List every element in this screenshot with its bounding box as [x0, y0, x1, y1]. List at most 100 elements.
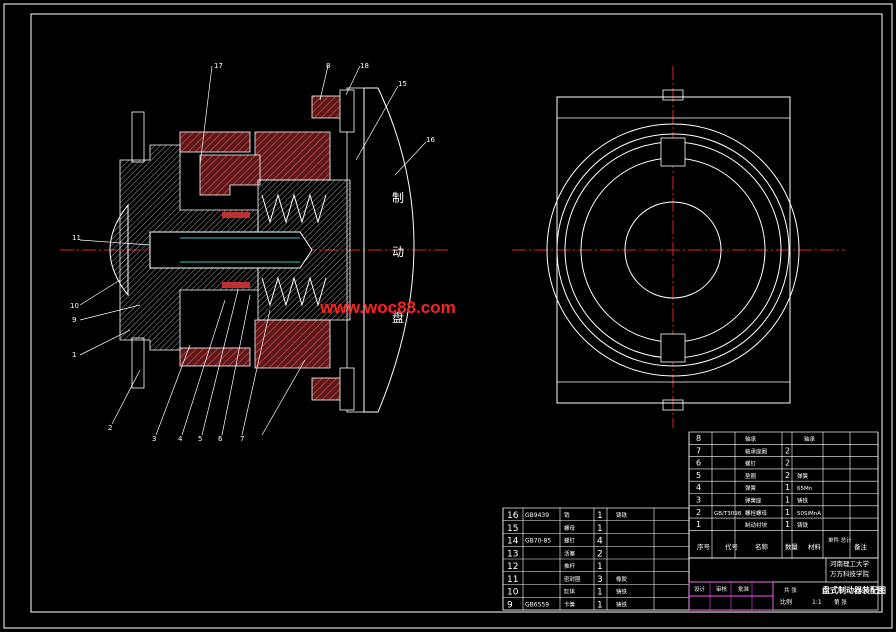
- bom-upper-qty: 1: [785, 520, 790, 529]
- front-view: [512, 66, 845, 428]
- adjuster-screw-top: [131, 111, 145, 163]
- bom-lower-name: 缸体: [564, 588, 576, 596]
- bom-upper-name: 垫圈: [745, 472, 757, 480]
- bom-upper-no: 2: [696, 508, 701, 517]
- leader-label: 4: [178, 435, 183, 443]
- bom-lower-qty: 1: [597, 511, 603, 521]
- leader-label: 18: [360, 62, 369, 70]
- leader-label: 5: [198, 435, 202, 443]
- disc-label-3: 盘: [392, 310, 404, 325]
- bom-lower-note: 铸铁: [616, 588, 628, 596]
- leader-label: 15: [398, 80, 407, 88]
- hub-circle: [624, 201, 722, 299]
- bom-upper-material: 65Mn: [797, 486, 813, 492]
- bom-lower-note: 橡胶: [616, 575, 628, 583]
- bom-upper-no: 1: [696, 520, 701, 529]
- bom-lower-no: 12: [507, 562, 518, 572]
- leader-label: 10: [70, 302, 79, 310]
- header-material: 材料: [808, 542, 822, 551]
- inner-frame: [30, 13, 883, 613]
- bom-lower-code: GB70-85: [525, 538, 551, 545]
- header-code: 代号: [725, 542, 739, 551]
- bom-lower-qty: 1: [597, 600, 603, 610]
- header-name: 名称: [755, 542, 769, 551]
- bom-upper-material: 铸铁: [797, 497, 809, 505]
- header-qty: 数量: [785, 542, 799, 551]
- caliper-upper-rim: [179, 131, 251, 153]
- header-no: 序号: [697, 542, 711, 551]
- bom-lower-note: 铸铁: [616, 600, 628, 608]
- bom-upper-qty: 2: [785, 471, 790, 480]
- bom-lower-code: GB9439: [525, 512, 549, 519]
- lower-bolt: [339, 367, 355, 411]
- bom-upper-no: 5: [696, 471, 701, 480]
- leader-label: 6: [218, 435, 223, 443]
- bom-upper-material: 铸铁: [797, 521, 809, 529]
- disc-label-2: 动: [392, 245, 404, 259]
- bom-lower-name: 销: [564, 511, 570, 519]
- bom-lower-name: 活塞: [564, 549, 576, 557]
- bottom-clamp: [660, 333, 686, 363]
- title-block: 河南理工大学 万方科技学院 盘式制动器装配图 比例 1:1 设计 审核 批准 共…: [688, 557, 886, 611]
- bom-upper-code: GB/T3098: [714, 511, 742, 517]
- bom-lower-no: 10: [507, 588, 519, 598]
- bom-upper-name: 螺栓螺母: [745, 509, 768, 517]
- bom-lower-no: 9: [507, 600, 513, 610]
- sub-label-design: 设计: [694, 585, 706, 593]
- leader-label: 2: [108, 424, 112, 432]
- header-weight: 单件 总计: [828, 536, 852, 544]
- bom-upper-name: 弹簧: [745, 484, 757, 492]
- bom-lower-name: 卡簧: [564, 600, 576, 608]
- disc-label-1: 制: [392, 191, 404, 205]
- leader-label: 7: [240, 435, 244, 443]
- bom-upper-name: 螺钉: [745, 460, 757, 468]
- header-note: 备注: [854, 542, 868, 551]
- brake-disc: [363, 87, 415, 413]
- bom-upper-qty: 1: [785, 483, 790, 492]
- spring-lower: [261, 276, 327, 307]
- end-cap: [109, 203, 129, 297]
- seal-upper: [222, 212, 250, 218]
- bom-lower-qty: 1: [597, 588, 603, 598]
- leader-label: 11: [72, 234, 81, 242]
- bom-upper-name: 轴承座圈: [745, 447, 768, 455]
- bom-lower-qty: 1: [597, 562, 603, 572]
- bom-lower-qty: 3: [597, 575, 603, 585]
- section-view: 制 动 盘 17 8 18 15 16 11: [60, 62, 450, 443]
- leader-lines: [79, 65, 427, 436]
- bom-header-row: 序号 代号 名称 数量 材料 单件 总计 备注: [697, 536, 868, 551]
- bom-lower-name: 螺母: [564, 524, 576, 532]
- bom-upper-material: 弹簧: [797, 472, 809, 480]
- leader-label-group: 17 8 18 15 16 11 10 9 1 2 3 4 5 6 7: [70, 62, 435, 443]
- leader-label: 3: [152, 435, 156, 443]
- leader-label: 8: [326, 62, 330, 70]
- caliper-lower-rim: [179, 347, 251, 367]
- bom-upper-name: 弹簧座: [745, 497, 762, 505]
- bom-lower-name: 密封圈: [564, 575, 581, 583]
- leader-label: 9: [72, 316, 76, 324]
- disc-ring-2: [556, 133, 790, 367]
- leader-label: 17: [214, 62, 223, 70]
- sub-label-total: 共 张: [784, 586, 797, 594]
- bom-lower-qty: 2: [597, 549, 603, 559]
- scale-value: 1:1: [812, 599, 822, 606]
- bom-upper-no: 3: [696, 496, 701, 505]
- bom-lower-no: 16: [507, 511, 519, 521]
- bom-lower-name: 推杆: [564, 562, 576, 570]
- bom-upper-qty: 2: [785, 446, 790, 455]
- adjuster-screw-bottom: [131, 337, 145, 389]
- leader-label: 16: [426, 136, 435, 144]
- drawing-title: 盘式制动器装配图: [822, 585, 886, 595]
- bom-lower-no: 15: [507, 524, 518, 534]
- bom-upper-no: 6: [696, 459, 701, 468]
- bom-lower-no: 11: [507, 575, 518, 585]
- upper-bolt: [339, 89, 355, 133]
- bom-upper-no: 4: [696, 483, 701, 492]
- outer-frame: [3, 3, 893, 629]
- bom-lower-no: 14: [507, 537, 519, 547]
- bom-lower-name: 螺钉: [564, 537, 576, 545]
